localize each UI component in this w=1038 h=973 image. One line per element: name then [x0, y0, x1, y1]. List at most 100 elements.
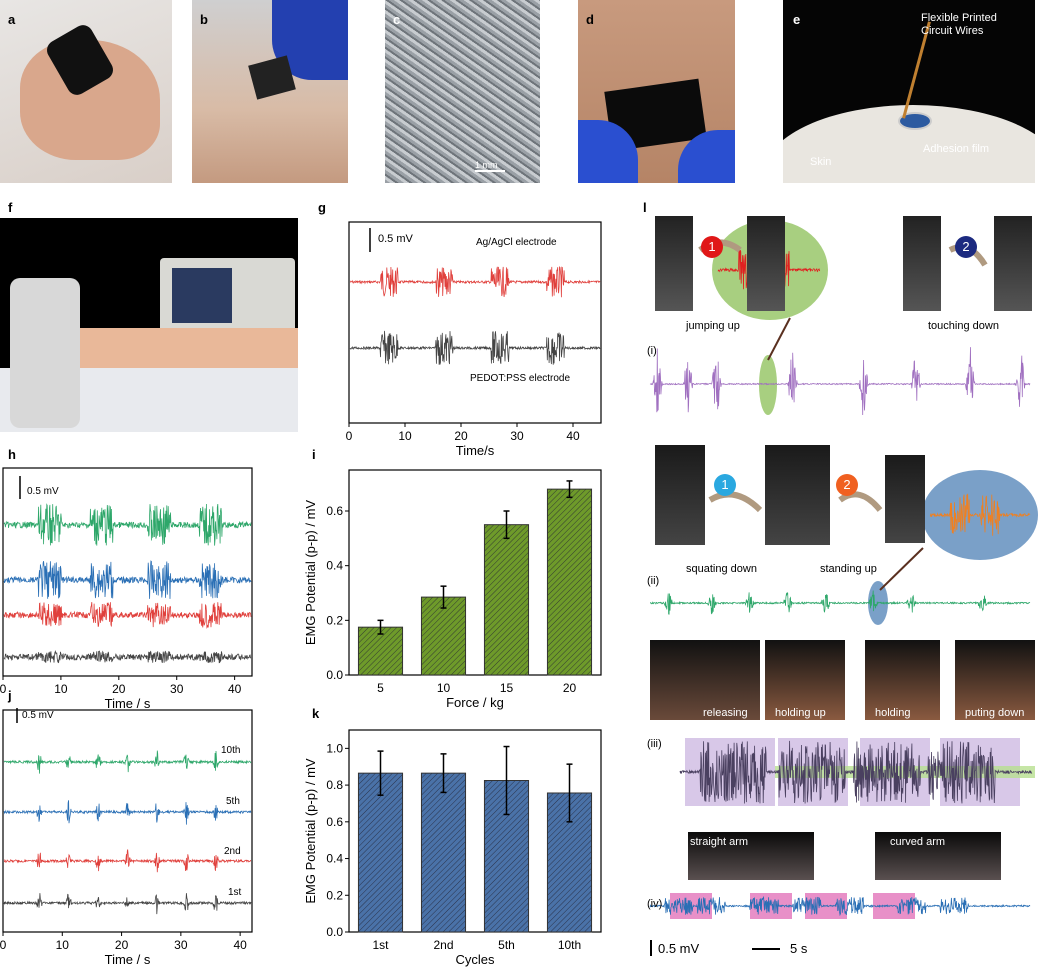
panel-l-traces — [649, 220, 1038, 919]
bar-axes-frame — [348, 469, 602, 676]
j-label-10th: 10th — [221, 745, 241, 756]
j-trace-10th — [3, 750, 252, 774]
bar — [420, 596, 467, 676]
step-badge-1-ii: 1 — [714, 474, 736, 496]
step-badge-1: 1 — [701, 236, 723, 258]
bar — [357, 626, 404, 676]
scale-time-label: 5 s — [790, 941, 808, 956]
x-tick-label: 40 — [566, 429, 580, 443]
y-tick-label: 0.6 — [326, 504, 343, 518]
annotation-skin: Skin — [810, 156, 832, 168]
x-tick-label: 30 — [174, 938, 188, 952]
x-tick-label: 2nd — [433, 938, 453, 952]
trace-iv — [649, 895, 1031, 917]
panel-label-c: c — [393, 12, 401, 27]
x-tick-label: 5th — [498, 938, 515, 952]
panel-label-f: f — [8, 200, 13, 215]
tag-iv: (iv) — [647, 898, 663, 910]
h-scale-label: 0.5 mV — [27, 486, 59, 497]
tag-i: (i) — [647, 345, 657, 357]
highlight-ellipse-i — [759, 355, 777, 415]
photo-squat-3 — [885, 455, 925, 543]
x-tick-label: 0 — [346, 429, 353, 443]
trace-i — [649, 347, 1031, 416]
photo-jump-1 — [655, 216, 693, 311]
panel-label-a: a — [8, 12, 16, 27]
axes-frame — [348, 221, 602, 424]
scale-voltage-label: 0.5 mV — [658, 941, 700, 956]
photo-arm-puting-down — [955, 640, 1035, 720]
bar — [483, 524, 530, 676]
photo-squat-1 — [655, 445, 705, 545]
j-trace-5th — [3, 800, 252, 825]
caption-curved-arm: curved arm — [890, 836, 946, 848]
photo-pushup-curved — [875, 832, 1001, 880]
axes-frame — [2, 709, 253, 933]
x-axis-label: Time / s — [105, 952, 151, 967]
photo-arm-holding-up — [765, 640, 845, 720]
photo-microscope-texture: 1 mm — [385, 0, 540, 183]
connector-arrow-i — [767, 317, 791, 361]
arrow-stand — [838, 491, 883, 512]
j-label-1st: 1st — [228, 887, 242, 898]
x-tick-label: 15 — [500, 681, 514, 695]
x-tick-label: 20 — [112, 682, 126, 696]
x-axis-label: Time/s — [456, 443, 495, 458]
y-tick-label: 0.4 — [326, 852, 343, 866]
g-scale-label: 0.5 mV — [378, 233, 413, 245]
bar — [420, 772, 467, 933]
j-trace-2nd — [3, 849, 252, 873]
y-tick-label: 0.2 — [326, 888, 343, 902]
photo-stretched-film — [578, 0, 735, 183]
h-trace-20kg — [3, 503, 252, 546]
connector-arrow-ii — [879, 547, 924, 591]
scale-bar-label: 1 mm — [475, 160, 498, 170]
x-tick-label: 10 — [398, 429, 412, 443]
photo-jump-4 — [994, 216, 1032, 311]
caption-straight-arm: straight arm — [690, 836, 749, 848]
bubble-trace-ii — [929, 493, 1031, 536]
x-tick-label: 1st — [372, 938, 389, 952]
caption-holding: holding — [875, 707, 911, 719]
g-trace-label-agcl: Ag/AgCl electrode — [476, 237, 557, 248]
h-trace-15kg — [3, 560, 252, 599]
bar-axes-frame — [348, 729, 602, 933]
annotation-adhesion-film: Adhesion film — [923, 143, 990, 155]
panel-label-k: k — [312, 706, 320, 721]
g-trace-pedot — [349, 330, 601, 365]
y-tick-label: 0.0 — [326, 668, 343, 682]
panel-label-g: g — [318, 200, 326, 215]
x-tick-label: 0 — [0, 682, 7, 696]
photo-jump-2 — [747, 216, 785, 311]
caption-releasing: releasing — [703, 707, 748, 719]
x-axis-label: Cycles — [455, 952, 495, 967]
caption-touching-down: touching down — [928, 320, 999, 332]
panel-label-e: e — [793, 12, 801, 27]
x-tick-label: 30 — [170, 682, 184, 696]
scale-bar-voltage — [650, 940, 652, 956]
y-axis-label: EMG Potential (p-p) / mV — [303, 758, 318, 904]
scale-bar-time — [752, 948, 780, 950]
panel-label-l: l — [643, 200, 647, 215]
x-tick-label: 40 — [233, 938, 247, 952]
arrow-squat — [708, 491, 763, 513]
x-tick-label: 20 — [454, 429, 468, 443]
x-tick-label: 20 — [115, 938, 129, 952]
photo-arm-holding — [865, 640, 940, 720]
g-trace-agcl — [349, 266, 601, 298]
y-tick-label: 0.6 — [326, 815, 343, 829]
panel-label-h: h — [8, 447, 16, 462]
y-axis-label: EMG Potential (p-p) / mV — [303, 500, 318, 646]
caption-jumping-up: jumping up — [686, 320, 740, 332]
caption-puting-down: puting down — [965, 707, 1025, 719]
caption-squating-down: squating down — [686, 563, 757, 575]
h-trace-5kg — [3, 649, 252, 664]
photo-hand-electrode — [0, 0, 172, 183]
panel-label-b: b — [200, 12, 208, 27]
x-tick-label: 10 — [54, 682, 68, 696]
x-axis-label: Time / s — [105, 696, 151, 711]
